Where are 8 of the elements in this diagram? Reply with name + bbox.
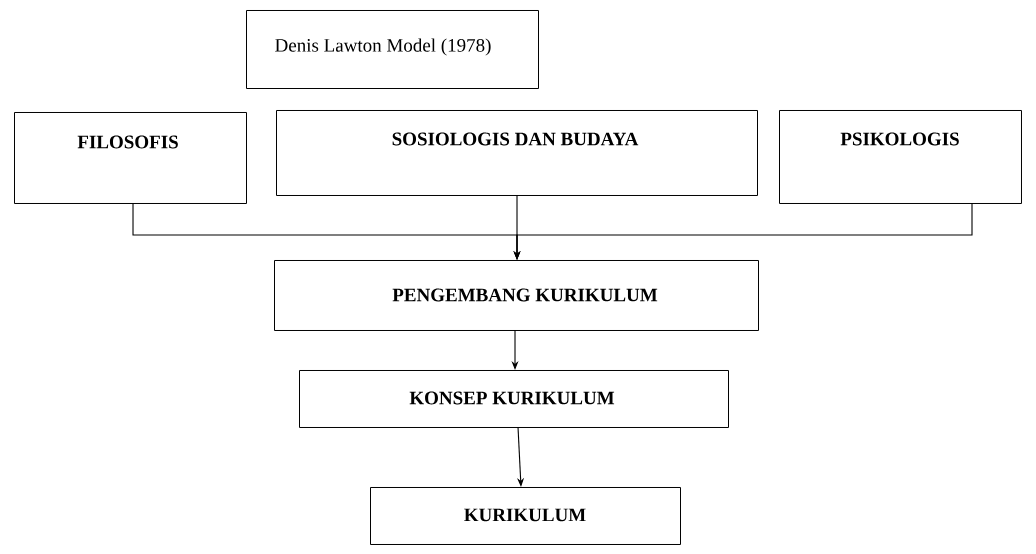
process-box: SOSIOLOGIS DAN BUDAYA — [276, 110, 758, 196]
process-box: KONSEP KURIKULUM — [299, 370, 729, 428]
process-box: FILOSOFIS — [14, 112, 247, 204]
title-box: Denis Lawton Model (1978) — [246, 10, 539, 89]
process-box: KURIKULUM — [370, 487, 681, 545]
arrow — [517, 426, 525, 487]
process-box: PENGEMBANG KURIKULUM — [274, 260, 759, 331]
process-box: PSIKOLOGIS — [779, 110, 1022, 204]
